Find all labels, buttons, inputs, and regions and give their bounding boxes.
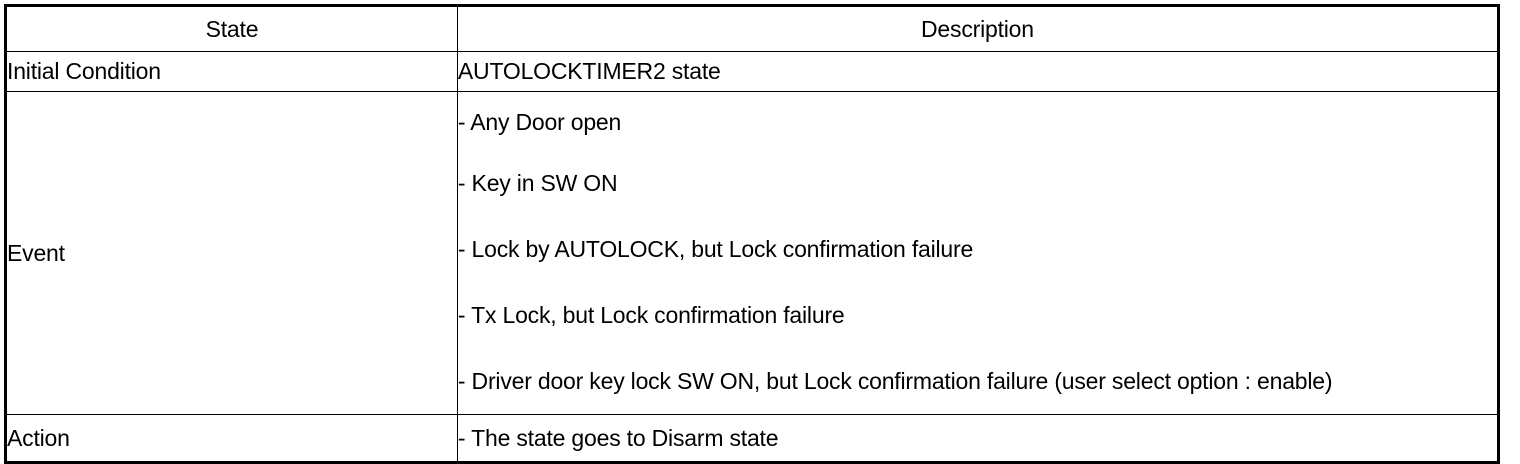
header-label-description: Description bbox=[921, 15, 1034, 42]
row-value-action: - The state goes to Disarm state bbox=[456, 414, 1500, 463]
table-row: Action - The state goes to Disarm state bbox=[5, 414, 1500, 463]
row-label-event: Event bbox=[5, 91, 458, 415]
cell-text: Event bbox=[7, 239, 65, 266]
event-bullet-list: - Any Door open - Key in SW ON - Lock by… bbox=[458, 92, 1497, 414]
list-item: - Any Door open bbox=[457, 109, 622, 135]
header-cell-description: Description bbox=[456, 5, 1500, 52]
row-value-event: - Any Door open - Key in SW ON - Lock by… bbox=[456, 91, 1500, 415]
cell-text: AUTOLOCKTIMER2 state bbox=[457, 58, 721, 85]
document-page: State Description Initial Condition AUTO… bbox=[4, 4, 1500, 464]
cell-text: Action bbox=[7, 424, 70, 451]
table-header-row: State Description bbox=[5, 5, 1500, 52]
list-item: - Lock by AUTOLOCK, but Lock confirmatio… bbox=[457, 236, 974, 262]
list-item: - Driver door key lock SW ON, but Lock c… bbox=[457, 368, 1333, 394]
state-description-table: State Description Initial Condition AUTO… bbox=[4, 4, 1500, 464]
row-label-initial-condition: Initial Condition bbox=[5, 51, 458, 92]
list-item: - Tx Lock, but Lock confirmation failure bbox=[457, 302, 845, 328]
table-row: Initial Condition AUTOLOCKTIMER2 state bbox=[5, 51, 1500, 92]
row-value-initial-condition: AUTOLOCKTIMER2 state bbox=[456, 51, 1500, 92]
table-row: Event - Any Door open - Key in SW ON - L… bbox=[5, 91, 1500, 415]
list-item: - Key in SW ON bbox=[457, 170, 618, 196]
header-cell-state: State bbox=[5, 5, 458, 52]
row-label-action: Action bbox=[5, 414, 458, 463]
header-label-state: State bbox=[205, 15, 259, 42]
cell-text: Initial Condition bbox=[7, 58, 161, 85]
cell-text: - The state goes to Disarm state bbox=[457, 424, 779, 451]
